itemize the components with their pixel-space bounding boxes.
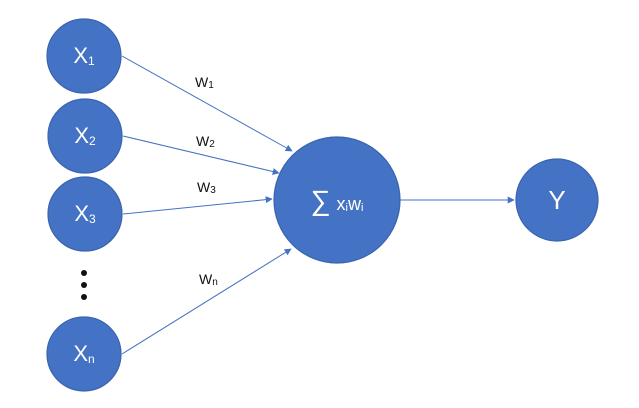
svg-text:X1: X1 — [73, 43, 95, 68]
edge-x3-to-sum — [122, 196, 273, 215]
edge-x1-to-sum — [121, 55, 293, 152]
weight-label-n: Wn — [199, 271, 218, 288]
edge-x2-to-sum — [122, 135, 280, 175]
weight-label-3: W3 — [197, 179, 216, 196]
input-node-x2: X2 — [47, 98, 123, 174]
summation-node: ∑xiwi — [273, 136, 401, 264]
output-node-y: Y — [515, 158, 599, 242]
svg-text:X3: X3 — [74, 201, 96, 226]
svg-text:Y: Y — [548, 185, 565, 215]
input-node-xn: Xn — [46, 316, 122, 392]
svg-text:X2: X2 — [74, 123, 96, 148]
weight-label-2: W2 — [196, 133, 215, 150]
svg-text:Xn: Xn — [73, 341, 94, 366]
weight-label-1: W1 — [195, 74, 214, 91]
input-node-x1: X1 — [46, 18, 122, 94]
svg-text:∑xiwi: ∑xiwi — [311, 185, 364, 216]
input-node-x3: X3 — [47, 176, 123, 252]
ellipsis-dots — [81, 270, 87, 300]
edge-xn-to-sum — [121, 248, 292, 355]
